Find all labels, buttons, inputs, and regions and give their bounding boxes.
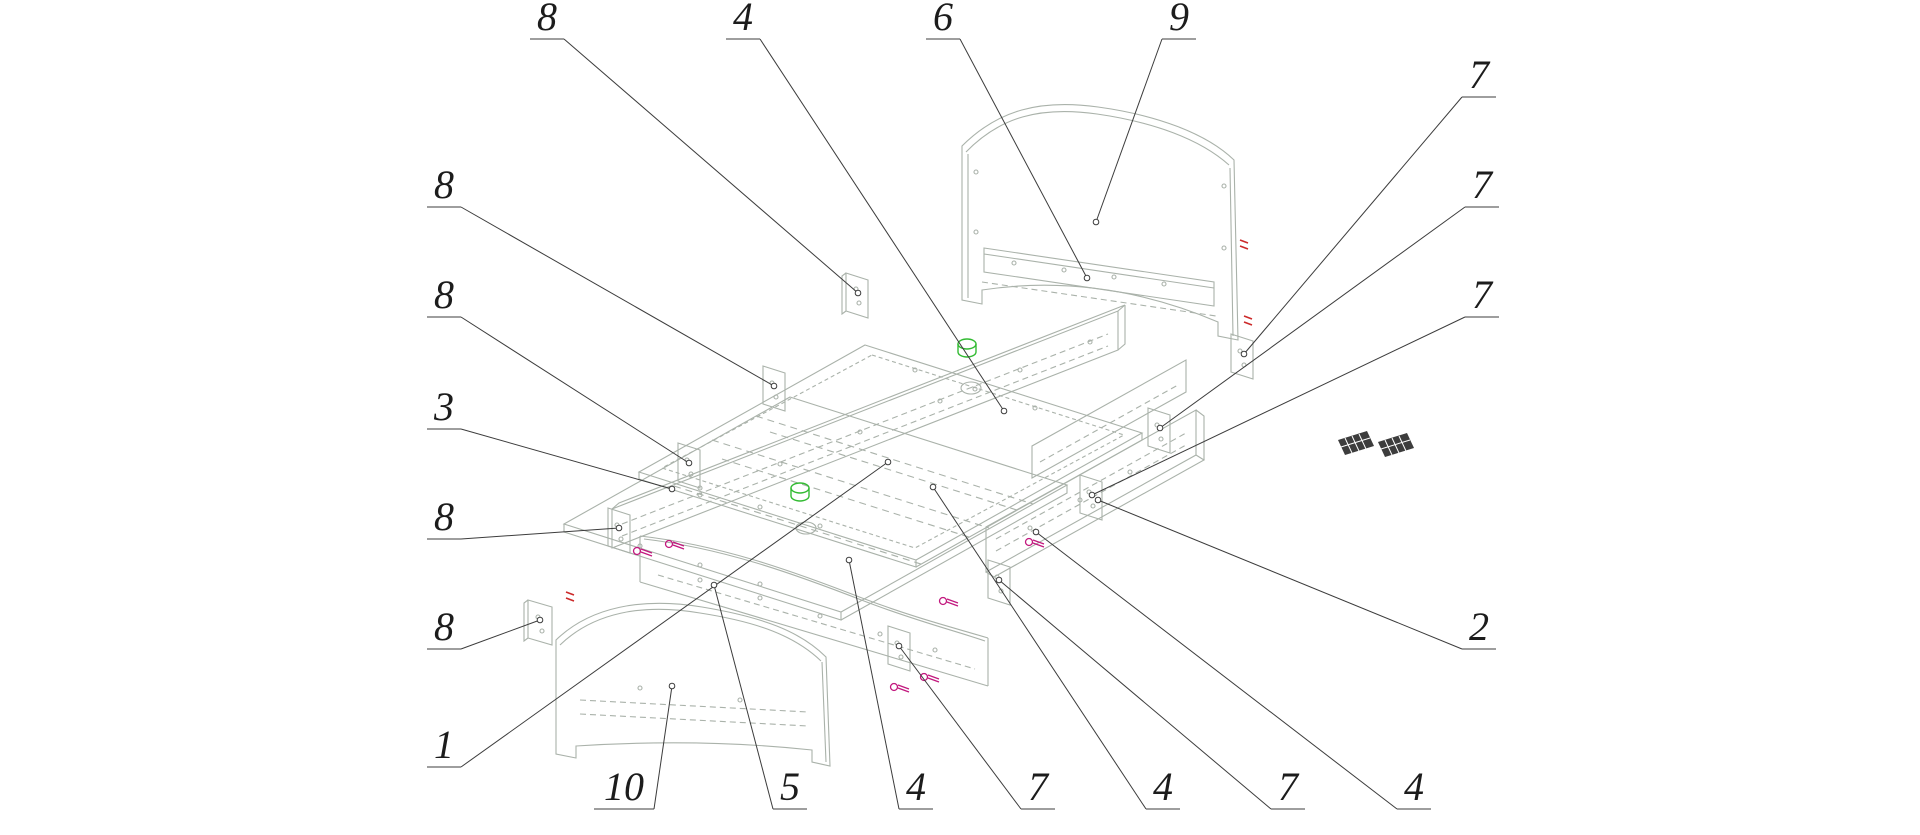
cam-lock-icon bbox=[957, 338, 977, 358]
front-rail-part-5 bbox=[639, 535, 989, 687]
callout-target-dot bbox=[854, 289, 862, 297]
callout-target-dot bbox=[1240, 350, 1248, 358]
callout-target-dot bbox=[536, 616, 544, 624]
callout-label-10: 10 bbox=[604, 764, 644, 809]
exploded-view-artwork bbox=[523, 104, 1254, 767]
callout-label-8: 8 bbox=[434, 272, 454, 317]
callout-leader-line bbox=[898, 645, 1022, 810]
callout-target-dot bbox=[1092, 218, 1100, 226]
hardware-kit-icon bbox=[1338, 431, 1374, 455]
callout-leader-line bbox=[460, 527, 620, 540]
callout-target-dot bbox=[710, 581, 718, 589]
callout-leader-line bbox=[460, 206, 775, 387]
callout-label-8: 8 bbox=[434, 494, 454, 539]
callout-leader-line bbox=[1097, 499, 1463, 650]
callout-label-4: 4 bbox=[733, 0, 753, 39]
callout-leader-line bbox=[1159, 206, 1466, 429]
callout-label-1: 1 bbox=[434, 722, 454, 767]
callout-target-dot bbox=[929, 483, 937, 491]
callout-label-7: 7 bbox=[1472, 162, 1494, 207]
callout-target-dot bbox=[1083, 274, 1091, 282]
callout-label-3: 3 bbox=[433, 384, 454, 429]
screw-icon bbox=[938, 596, 959, 607]
callout-leader-line bbox=[998, 579, 1272, 810]
callout-label-8: 8 bbox=[434, 604, 454, 649]
left-side-rail-part-3 bbox=[611, 304, 1126, 549]
callout-target-dot bbox=[845, 556, 853, 564]
red-fastener-markers bbox=[565, 239, 1253, 602]
callout-label-7: 7 bbox=[1469, 52, 1491, 97]
red-marker-icon bbox=[1239, 239, 1249, 250]
screw-icon bbox=[632, 546, 653, 557]
callout-leader-line bbox=[460, 428, 673, 490]
callout-leader-line bbox=[1243, 96, 1463, 355]
headboard-rail-part-6 bbox=[983, 247, 1215, 307]
callout-label-5: 5 bbox=[780, 764, 800, 809]
callout-label-9: 9 bbox=[1169, 0, 1189, 39]
callout-leader-line bbox=[460, 461, 889, 768]
callout-leader-line bbox=[1095, 38, 1163, 223]
callout-label-7: 7 bbox=[1472, 272, 1494, 317]
callout-layer: 8 4 6 9 7 7 7 2 8 8 3 8 8 1 10 5 4 7 4 7 4 bbox=[427, 0, 1499, 810]
callout-label-6: 6 bbox=[933, 0, 953, 39]
callout-target-dot bbox=[1000, 407, 1008, 415]
callout-target-dot bbox=[1094, 496, 1102, 504]
callout-leader-line bbox=[1091, 316, 1466, 496]
callout-leader-line bbox=[460, 316, 690, 464]
callout-leader-line bbox=[713, 584, 774, 810]
callout-label-8: 8 bbox=[537, 0, 557, 39]
screw-icon bbox=[1024, 537, 1045, 548]
cam-lock-fittings bbox=[790, 338, 977, 502]
screw-icon bbox=[664, 539, 685, 550]
callout-target-dot bbox=[668, 682, 676, 690]
callout-leader-line bbox=[460, 619, 541, 650]
headboard-panel-part-9 bbox=[961, 104, 1239, 341]
callout-target-dot bbox=[1156, 424, 1164, 432]
callout-label-4: 4 bbox=[906, 764, 926, 809]
callout-leader-line bbox=[848, 559, 900, 810]
callout-target-dot bbox=[1088, 491, 1096, 499]
callout-label-4: 4 bbox=[1153, 764, 1173, 809]
callout-leader-line bbox=[653, 685, 673, 810]
hardware-kit-chips bbox=[1338, 431, 1414, 457]
callout-leader-line bbox=[563, 38, 859, 294]
callout-leader-line bbox=[1035, 531, 1398, 810]
hardware-kit-icon bbox=[1378, 433, 1414, 457]
callout-target-dot bbox=[668, 485, 676, 493]
callout-target-dot bbox=[1032, 528, 1040, 536]
callout-label-7: 7 bbox=[1028, 764, 1050, 809]
footboard-panel-part-10 bbox=[555, 602, 831, 767]
callout-leader-line bbox=[932, 486, 1147, 810]
red-marker-icon bbox=[565, 591, 575, 602]
screw-icon bbox=[919, 672, 940, 683]
screw-icon bbox=[889, 682, 910, 693]
callout-label-7: 7 bbox=[1278, 764, 1300, 809]
callout-target-dot bbox=[615, 524, 623, 532]
screw-fasteners bbox=[632, 537, 1045, 693]
cam-lock-icon bbox=[790, 482, 810, 502]
red-marker-icon bbox=[1243, 315, 1253, 326]
callout-target-dot bbox=[770, 382, 778, 390]
callout-leader-line bbox=[759, 38, 1005, 412]
callout-leader-line bbox=[959, 38, 1088, 279]
callout-label-8: 8 bbox=[434, 162, 454, 207]
callout-target-dot bbox=[685, 459, 693, 467]
callout-target-dot bbox=[995, 576, 1003, 584]
callout-target-dot bbox=[884, 458, 892, 466]
callout-label-4: 4 bbox=[1404, 764, 1424, 809]
callout-target-dot bbox=[895, 642, 903, 650]
mounting-brackets-part-8 bbox=[523, 272, 869, 646]
callout-label-2: 2 bbox=[1469, 604, 1489, 649]
